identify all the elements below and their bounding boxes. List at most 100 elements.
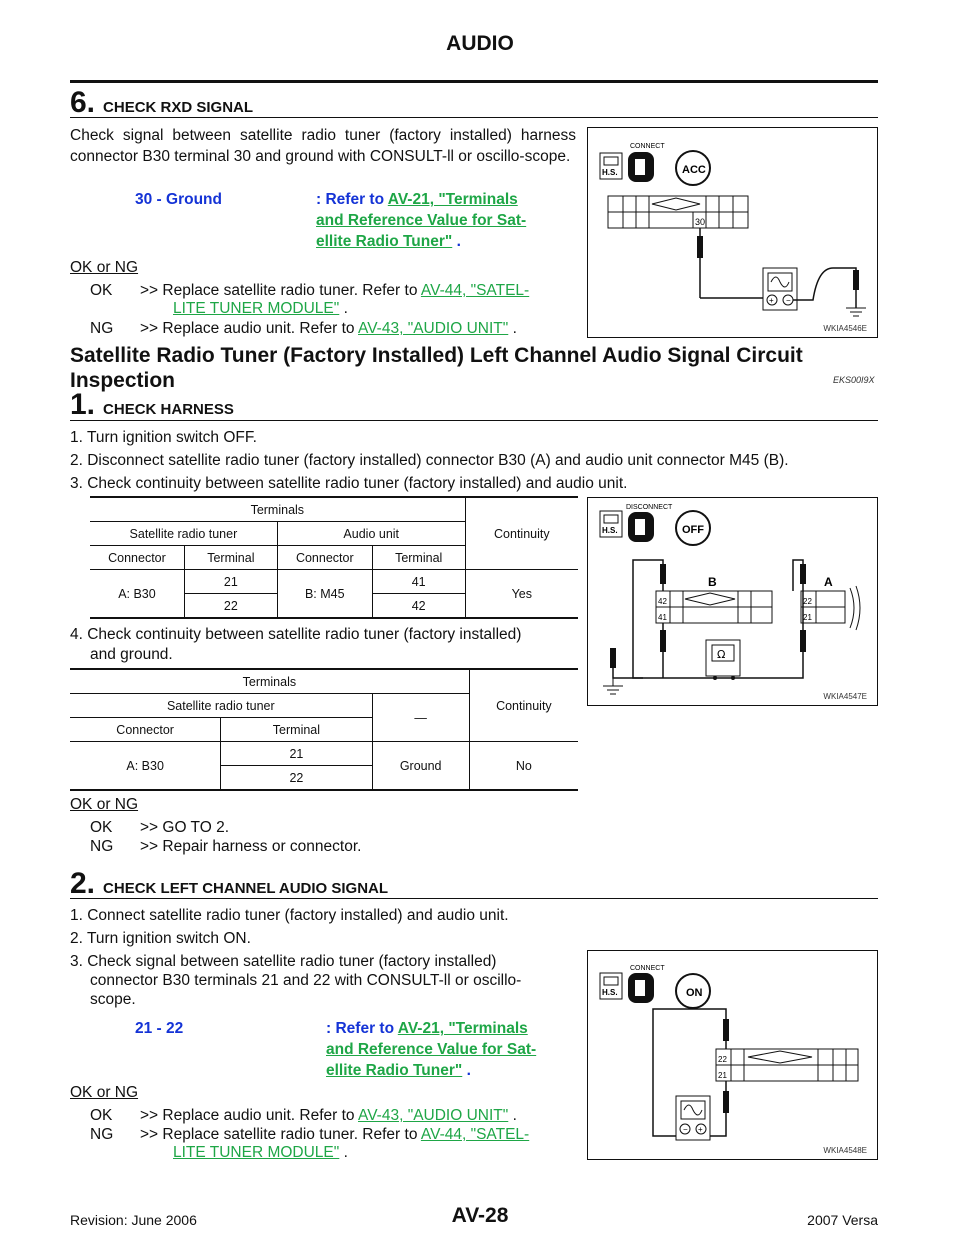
harness-check-diagram: H.S. DISCONNECT OFF B A 42 41 22 21 (599, 504, 861, 695)
step-2-item-1: 1. Connect satellite radio tuner (factor… (70, 907, 509, 924)
col-terminals: Terminals (70, 669, 470, 694)
rxd-signal-diagram: H.S. CONNECT ACC 30 + − (599, 143, 866, 317)
step-2-item-3-end: scope. (90, 991, 136, 1008)
step-6-ok-ng: OK or NG (70, 259, 139, 276)
svg-text:A: A (824, 575, 833, 589)
step-1-ng-text: >> Repair harness or connector. (140, 838, 362, 855)
step-2-ok-key: OK (90, 1107, 113, 1124)
step-2-item-3-cont: connector B30 terminals 21 and 22 with C… (90, 972, 522, 989)
svg-text:H.S.: H.S. (602, 526, 618, 535)
svg-text:41: 41 (658, 613, 667, 622)
step-6-heading: 6.CHECK RXD SIGNAL (70, 86, 254, 119)
figure-rxd-signal: H.S. CONNECT ACC 30 + − WKIA4546E (587, 127, 878, 338)
svg-text:H.S.: H.S. (602, 988, 618, 997)
link-av44-satellite-tuner[interactable]: AV-44, "SATEL- (420, 282, 530, 299)
col-connector: Connector (90, 545, 185, 570)
svg-text:22: 22 (803, 597, 812, 606)
step-2-heading: 2.CHECK LEFT CHANNEL AUDIO SIGNAL (70, 867, 389, 900)
audio-signal-diagram: H.S. CONNECT ON 22 21 − + (599, 965, 859, 1141)
spec-link-av21[interactable]: AV-21, "Terminals (387, 191, 518, 208)
step-2-item-2: 2. Turn ignition switch ON. (70, 930, 251, 947)
step-2-ok-text: >> Replace audio unit. Refer to AV-43, "… (140, 1107, 517, 1124)
link-av44-satellite-tuner-cont[interactable]: LITE TUNER MODULE" (173, 1144, 340, 1161)
cell-terminal: 41 (372, 569, 466, 594)
step-6-ng-key: NG (90, 320, 114, 337)
cell-terminal: 21 (220, 741, 373, 766)
step-1-ng-key: NG (90, 838, 114, 855)
step-1-item-2: 2. Disconnect satellite radio tuner (fac… (70, 452, 789, 469)
svg-text:21: 21 (718, 1071, 727, 1080)
step-6-ok-text: >> Replace satellite radio tuner. Refer … (140, 282, 530, 299)
step-2-spec-ref: : Refer to AV-21, "Terminals and Referen… (326, 1020, 537, 1079)
spec-link-av21-end[interactable]: ellite Radio Tuner" (316, 233, 453, 250)
footer-page-number: AV-28 (451, 1204, 509, 1227)
col-connector: Connector (70, 717, 222, 742)
link-av43-audio-unit[interactable]: AV-43, "AUDIO UNIT" (358, 320, 509, 337)
footer-revision: Revision: June 2006 (70, 1212, 197, 1228)
col-terminal: Terminal (372, 545, 466, 570)
step-6-spec-ref: : Refer to AV-21, "Terminals and Referen… (316, 191, 527, 250)
cell-ground: Ground (372, 741, 470, 790)
step-6-ok-text-cont: LITE TUNER MODULE" . (173, 300, 348, 317)
section-title: Satellite Radio Tuner (Factory Installed… (70, 344, 803, 392)
col-connector: Connector (277, 545, 373, 570)
step-1-divider (70, 420, 878, 421)
figure-id: WKIA4547E (823, 692, 867, 701)
spec-link-av21-cont[interactable]: and Reference Value for Sat- (316, 212, 527, 229)
link-av44-satellite-tuner[interactable]: AV-44, "SATEL- (420, 1126, 530, 1143)
step-1-heading: 1.CHECK HARNESS (70, 388, 234, 421)
spec-link-av21-cont[interactable]: and Reference Value for Sat- (326, 1041, 537, 1058)
step-2-divider (70, 898, 878, 899)
col-sat-tuner: Satellite radio tuner (90, 521, 278, 546)
cell-a-connector: A: B30 (90, 569, 185, 618)
link-av44-satellite-tuner-cont[interactable]: LITE TUNER MODULE" (173, 300, 340, 317)
link-av43-audio-unit[interactable]: AV-43, "AUDIO UNIT" (358, 1107, 509, 1124)
step-6-divider (70, 117, 878, 118)
svg-text:B: B (708, 575, 717, 589)
svg-text:ON: ON (686, 987, 703, 999)
cell-a-connector: A: B30 (70, 741, 222, 790)
svg-text:−: − (683, 1125, 688, 1134)
step-2-ng-text-cont: LITE TUNER MODULE" . (173, 1144, 348, 1161)
cell-terminal: 42 (372, 593, 466, 618)
step-1-item-4: 4. Check continuity between satellite ra… (70, 626, 522, 643)
svg-text:+: + (698, 1125, 703, 1134)
spec-link-av21[interactable]: AV-21, "Terminals (397, 1020, 528, 1037)
header-divider (70, 80, 878, 83)
step-6-spec-label: 30 - Ground (135, 191, 222, 208)
step-6-body: Check signal between satellite radio tun… (70, 127, 576, 165)
figure-id: WKIA4548E (823, 1146, 867, 1155)
svg-text:21: 21 (803, 613, 812, 622)
continuity-table-audio: Terminals Continuity Satellite radio tun… (90, 496, 578, 619)
col-terminals: Terminals (90, 497, 466, 522)
figure-harness-check: H.S. DISCONNECT OFF B A 42 41 22 21 (587, 497, 878, 706)
svg-text:CONNECT: CONNECT (630, 965, 665, 972)
footer-model: 2007 Versa (807, 1212, 878, 1228)
step-2-ok-ng: OK or NG (70, 1084, 139, 1101)
page-title: AUDIO (446, 32, 514, 55)
step-2-ng-key: NG (90, 1126, 114, 1143)
step-1-item-3: 3. Check continuity between satellite ra… (70, 475, 628, 492)
step-6-ok-key: OK (90, 282, 113, 299)
svg-text:42: 42 (658, 597, 667, 606)
spec-link-av21-end[interactable]: ellite Radio Tuner" (326, 1062, 463, 1079)
svg-text:−: − (786, 296, 791, 305)
step-1-ok-key: OK (90, 819, 113, 836)
step-1-item-4-cont: and ground. (90, 646, 173, 663)
continuity-table-ground: Terminals Continuity Satellite radio tun… (70, 668, 578, 791)
section-code: EKS00I9X (833, 375, 875, 385)
step-1-ok-text: >> GO TO 2. (140, 819, 230, 836)
step-2-spec-label: 21 - 22 (135, 1020, 184, 1037)
cell-terminal: 22 (184, 593, 278, 618)
step-6-ng-text: >> Replace audio unit. Refer to AV-43, "… (140, 320, 517, 337)
step-2-ng-text: >> Replace satellite radio tuner. Refer … (140, 1126, 530, 1143)
col-audio-unit: Audio unit (277, 521, 466, 546)
col-terminal: Terminal (184, 545, 278, 570)
svg-text:Ω: Ω (717, 648, 725, 661)
cell-b-connector: B: M45 (277, 569, 373, 618)
col-dash: — (372, 693, 470, 742)
cell-continuity: No (469, 741, 578, 790)
col-continuity: Continuity (494, 526, 550, 541)
svg-text:22: 22 (718, 1055, 727, 1064)
svg-text:ACC: ACC (682, 164, 706, 176)
